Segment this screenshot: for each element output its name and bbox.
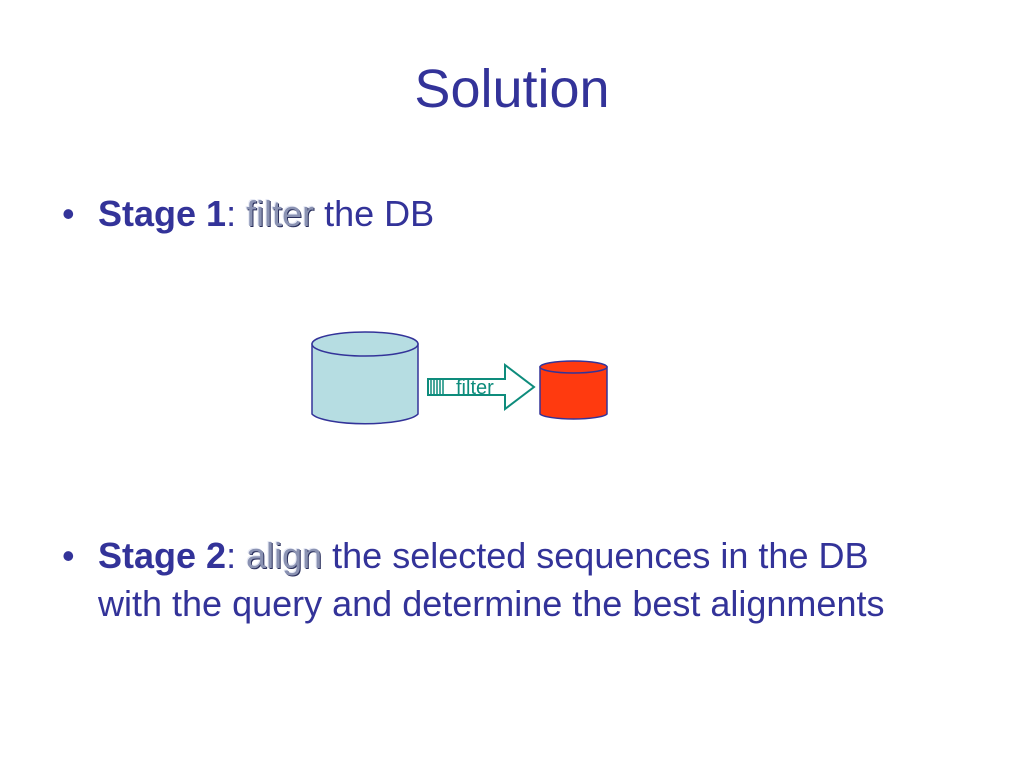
stage-1-colon: : bbox=[226, 193, 247, 234]
stage-2-colon: : bbox=[226, 535, 247, 576]
arrow-label: filter bbox=[456, 377, 494, 399]
stage-2-rest: the selected sequences in the DB with th… bbox=[98, 535, 885, 624]
slide-title: Solution bbox=[414, 59, 610, 119]
stage-2-label: Stage 2 bbox=[98, 535, 227, 576]
stage-1-rest: the DB bbox=[314, 193, 435, 234]
stage-1-verb: filter bbox=[246, 193, 315, 234]
arrow-right-icon bbox=[427, 362, 536, 412]
database-cylinder-icon bbox=[311, 331, 419, 425]
filter-diagram-svg: filter bbox=[311, 331, 608, 425]
filtered-database-cylinder-icon bbox=[539, 360, 608, 420]
bullet-stage-1: • Stage 1: filter the DB bbox=[62, 190, 962, 240]
filter-diagram: filter bbox=[300, 325, 620, 435]
bullet-stage-2: • Stage 2: align the selected sequences … bbox=[62, 532, 962, 682]
bullet-text: Stage 2: align the selected sequences in… bbox=[98, 532, 938, 628]
bullet-dot: • bbox=[62, 535, 75, 576]
stage-1-label: Stage 1 bbox=[98, 193, 227, 234]
stage-2-verb: align bbox=[246, 535, 323, 576]
bullet-dot: • bbox=[62, 193, 75, 234]
bullet-text: Stage 1: filter the DB bbox=[98, 190, 938, 238]
